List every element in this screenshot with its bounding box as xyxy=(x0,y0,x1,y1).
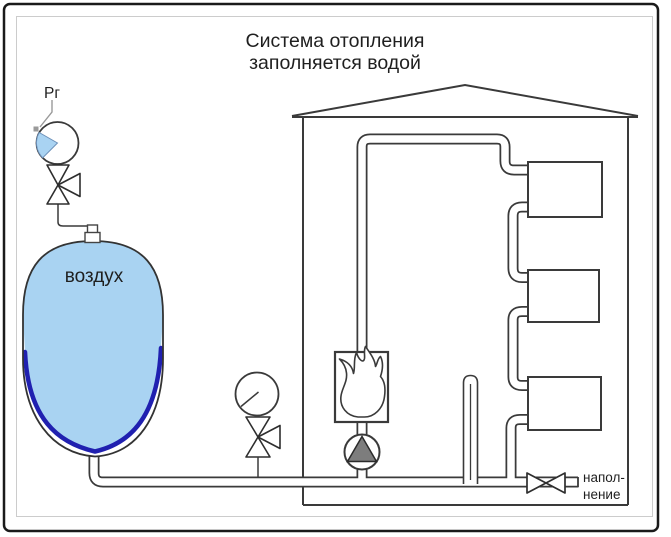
filling-label-line-1: напол- xyxy=(583,470,625,485)
pressure-gauge-top: Рг xyxy=(33,85,80,165)
walls xyxy=(302,117,629,506)
supply-pipe-interior xyxy=(358,135,534,354)
valve-top-triangle xyxy=(46,164,70,186)
roof xyxy=(291,83,639,117)
house-outline xyxy=(291,83,639,506)
boiler xyxy=(333,345,390,424)
pump-rotor-icon xyxy=(346,435,378,463)
radiator-1 xyxy=(527,161,603,218)
three-way-valve-middle xyxy=(245,416,281,478)
title-line-2: заполняется водой xyxy=(249,52,421,74)
expansion-tank: воздух xyxy=(22,224,164,458)
radiators xyxy=(527,161,603,431)
riser-seg2-interior xyxy=(509,307,534,390)
valve-top-triangle xyxy=(245,416,271,438)
pipe-interiors xyxy=(90,135,578,486)
title-line-1: Система отопления xyxy=(246,30,425,52)
gauge-marker xyxy=(33,126,39,132)
gauge-label: Рг xyxy=(44,85,60,102)
diagram-title: Система отопления заполняется водой xyxy=(246,30,425,74)
filling-valve xyxy=(526,472,566,494)
filling-label-line-2: нение xyxy=(583,487,620,502)
return-pipe-interior xyxy=(90,448,578,486)
tank-outline xyxy=(22,240,164,458)
inner-frame xyxy=(16,16,653,517)
tank-membrane xyxy=(22,345,164,454)
filling-label: напол- нение xyxy=(583,470,625,502)
gauge-leader-line xyxy=(39,100,53,128)
air-vent-pipe xyxy=(462,374,479,484)
gauge-valve-connector xyxy=(57,203,87,227)
riser-seg3-interior xyxy=(507,415,534,482)
filling-valve-left-triangle xyxy=(526,472,547,494)
valve-side-triangle xyxy=(57,172,81,198)
gauge-sector xyxy=(35,131,59,159)
pressure-gauge-middle xyxy=(234,371,280,417)
tank-nipple-base xyxy=(84,231,101,244)
tank-air-label: воздух xyxy=(65,266,124,287)
radiator-2 xyxy=(527,269,600,323)
gauge-needle xyxy=(240,391,259,408)
tank-air-volume xyxy=(23,241,163,452)
three-way-valve-top xyxy=(46,164,81,205)
radiator-3 xyxy=(527,376,602,431)
riser-seg1-interior xyxy=(509,203,534,282)
circulation-pump xyxy=(343,433,381,471)
valve-bottom-triangle xyxy=(46,184,70,205)
flame-icon xyxy=(338,345,386,418)
valve-side-triangle xyxy=(257,424,281,450)
filling-valve-right-triangle xyxy=(545,472,566,494)
